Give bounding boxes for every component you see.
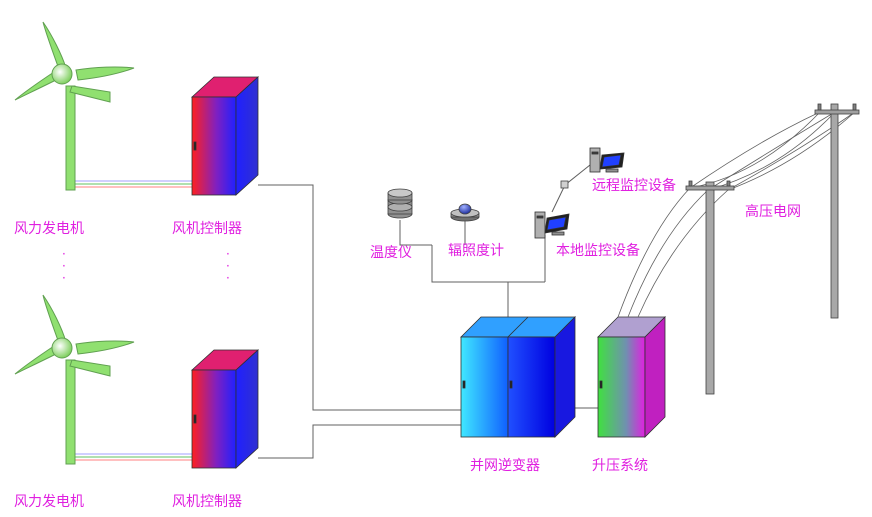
computer-icon <box>589 147 625 173</box>
remote-monitor-label: 远程监控设备 <box>592 178 676 194</box>
wind-turbine-2-label: 风力发电机 <box>14 494 84 510</box>
controller-cabinet-icon <box>190 76 260 196</box>
utility-pole-icon <box>685 180 735 395</box>
boost-system-icon <box>597 316 666 438</box>
transmission-lines <box>617 111 856 318</box>
irradiance-meter-icon <box>450 203 480 222</box>
boost-system-label: 升压系统 <box>592 458 648 474</box>
turbine-ellipsis: · · · <box>62 247 66 285</box>
irradiance-meter-label: 辐照度计 <box>448 243 504 259</box>
controller-cabinet-icon <box>190 349 260 469</box>
turbine-2-cable <box>70 453 192 461</box>
controller-1-label: 风机控制器 <box>172 221 242 237</box>
controller-ellipsis: · · · <box>226 247 230 285</box>
thermometer-label: 温度仪 <box>370 245 412 261</box>
utility-pole-icon <box>814 103 860 319</box>
thermometer-icon <box>387 188 413 219</box>
grid-inverter-icon <box>460 316 576 438</box>
turbine-1-cable <box>70 180 192 188</box>
wind-turbine-icon <box>14 21 135 191</box>
wind-turbine-1-label: 风力发电机 <box>14 221 84 237</box>
controller-2-label: 风机控制器 <box>172 494 242 510</box>
network-node-icon <box>560 180 569 189</box>
high-voltage-grid-label: 高压电网 <box>745 204 801 220</box>
wind-turbine-icon <box>14 294 135 465</box>
local-monitor-label: 本地监控设备 <box>556 243 640 259</box>
computer-icon <box>534 211 570 239</box>
grid-inverter-label: 并网逆变器 <box>470 458 540 474</box>
